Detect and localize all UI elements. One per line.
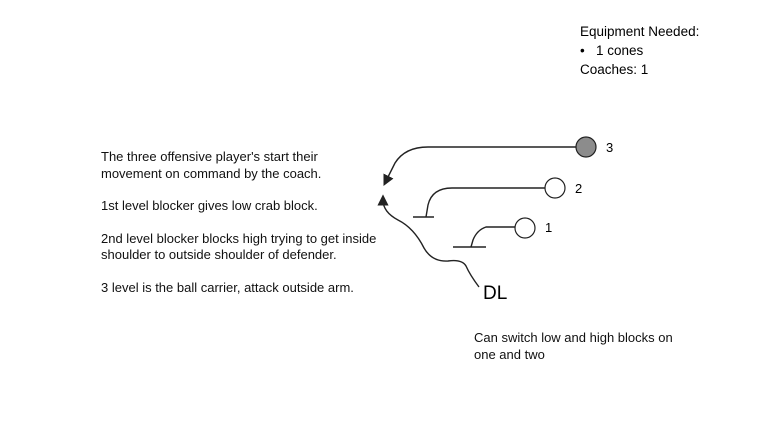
description-paragraph: 2nd level blocker blocks high trying to … (101, 230, 377, 263)
description-paragraph: The three offensive player's start their… (101, 149, 322, 181)
coaches-count: Coaches: 1 (580, 62, 649, 77)
player-2-marker (544, 177, 566, 199)
equipment-panel: Equipment Needed: • 1 cones Coaches: 1 (580, 22, 699, 79)
description-paragraph: 3 level is the ball carrier, attack outs… (101, 279, 354, 295)
player-3-label: 3 (606, 140, 613, 155)
player-2-label: 2 (575, 181, 582, 196)
player-1-label: 1 (545, 220, 552, 235)
switch-note: Can switch low and high blocks on one an… (474, 330, 673, 362)
equipment-heading: Equipment Needed: (580, 24, 700, 39)
blocker-2-route (425, 187, 545, 218)
description-paragraph: 1st level blocker gives low crab block. (101, 198, 318, 213)
blocker-1-route (470, 226, 515, 248)
player-1-marker (514, 217, 536, 239)
drill-description: The three offensive player's start their… (101, 149, 381, 312)
ball-carrier-route (383, 146, 576, 187)
defender-route (377, 194, 480, 288)
player-3-marker (575, 136, 597, 158)
defender-label: DL (483, 283, 507, 304)
equipment-item: • 1 cones (580, 43, 644, 58)
